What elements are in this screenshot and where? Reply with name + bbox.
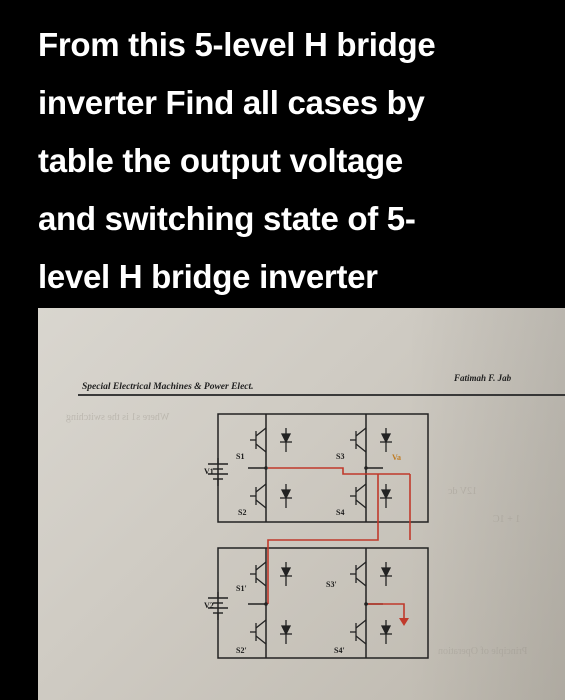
question-line-4: and switching state of 5-	[38, 200, 416, 237]
dc-source-v1	[208, 458, 228, 486]
question-line-5: level H bridge inverter	[38, 258, 378, 295]
switch-s4-prime	[350, 619, 392, 645]
question-line-1: From this 5-level H bridge	[38, 26, 436, 63]
page-header-title: Special Electrical Machines & Power Elec…	[82, 382, 254, 392]
page-header-author: Fatimah F. Jab	[454, 373, 512, 383]
switch-s1-prime	[250, 561, 292, 587]
switch-s3	[350, 427, 392, 453]
label-s1: S1	[236, 452, 245, 461]
switch-s2-prime	[250, 619, 292, 645]
switch-s2	[250, 483, 292, 509]
switch-s4	[350, 483, 392, 509]
switch-s1	[250, 427, 292, 453]
switch-s3-prime	[350, 561, 392, 587]
dc-source-v2	[208, 592, 228, 620]
label-s3-prime: S3'	[326, 580, 337, 589]
question-text: From this 5-level H bridge inverter Find…	[38, 16, 538, 306]
label-s2: S2	[238, 508, 247, 517]
label-v2: V2	[204, 601, 214, 610]
upper-bridge-frame	[217, 413, 429, 523]
question-line-3: table the output voltage	[38, 142, 403, 179]
label-s4: S4	[336, 508, 345, 517]
label-va: Va	[392, 453, 402, 462]
lower-bridge-frame	[217, 547, 429, 659]
ground-arrow-icon	[399, 618, 409, 626]
label-v1: V1	[204, 467, 214, 476]
circuit-photo: Where s1 is the switching 12V dc 1 + 1C …	[38, 308, 565, 700]
output-wire	[267, 467, 411, 626]
label-s4-prime: S4'	[334, 646, 345, 655]
label-s3: S3	[336, 452, 345, 461]
question-line-2: inverter Find all cases by	[38, 84, 425, 121]
h-bridge-circuit-diagram	[208, 413, 429, 659]
label-s1-prime: S1'	[236, 584, 247, 593]
header-rule	[78, 394, 565, 396]
label-s2-prime: S2'	[236, 646, 247, 655]
